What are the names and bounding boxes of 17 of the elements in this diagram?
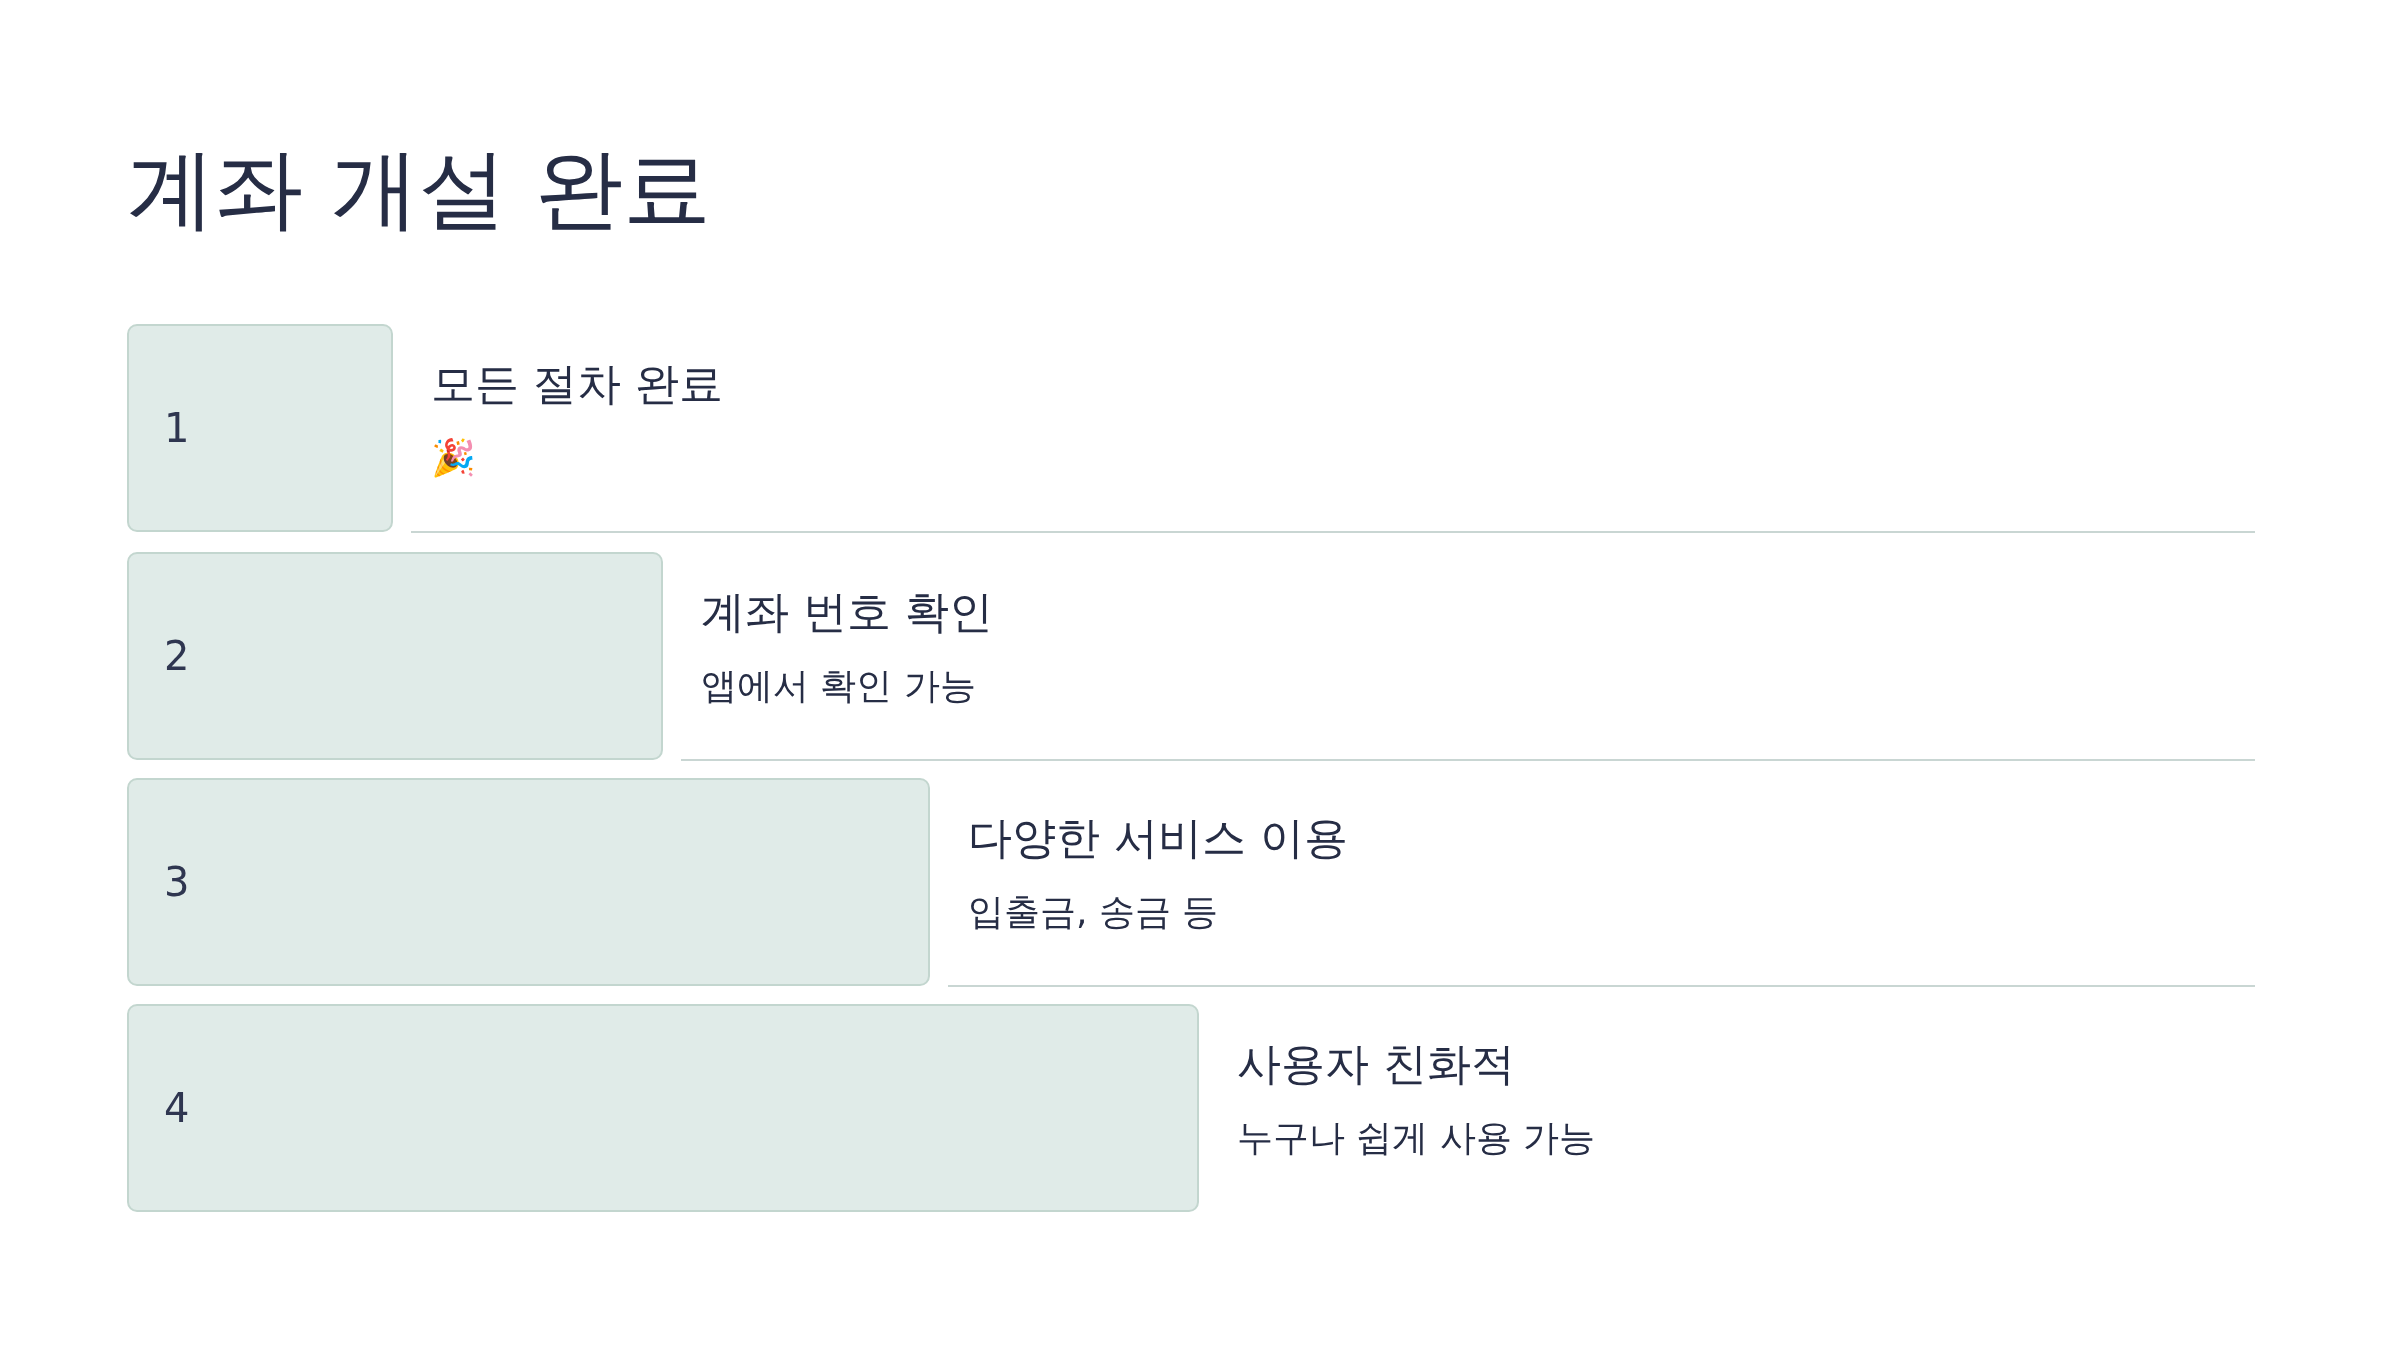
step-heading: 모든 절차 완료	[431, 358, 723, 411]
step-number: 2	[164, 632, 190, 680]
party-popper-icon: 🎉	[431, 436, 476, 480]
step-description: 앱에서 확인 가능	[701, 664, 976, 708]
step-description: 입출금, 송금 등	[968, 890, 1219, 934]
step-number: 1	[164, 404, 190, 452]
step-number: 3	[164, 858, 190, 906]
step-heading: 계좌 번호 확인	[701, 586, 993, 639]
step-bar	[127, 324, 393, 532]
slide-title: 계좌 개설 완료	[127, 136, 711, 242]
step-number: 4	[164, 1084, 190, 1132]
step-heading: 다양한 서비스 이용	[968, 812, 1348, 865]
step-heading: 사용자 친화적	[1237, 1038, 1515, 1091]
step-description: 누구나 쉽게 사용 가능	[1237, 1116, 1596, 1160]
step-bar	[127, 1004, 1199, 1212]
step-bar	[127, 778, 930, 986]
step-bar	[127, 552, 663, 760]
